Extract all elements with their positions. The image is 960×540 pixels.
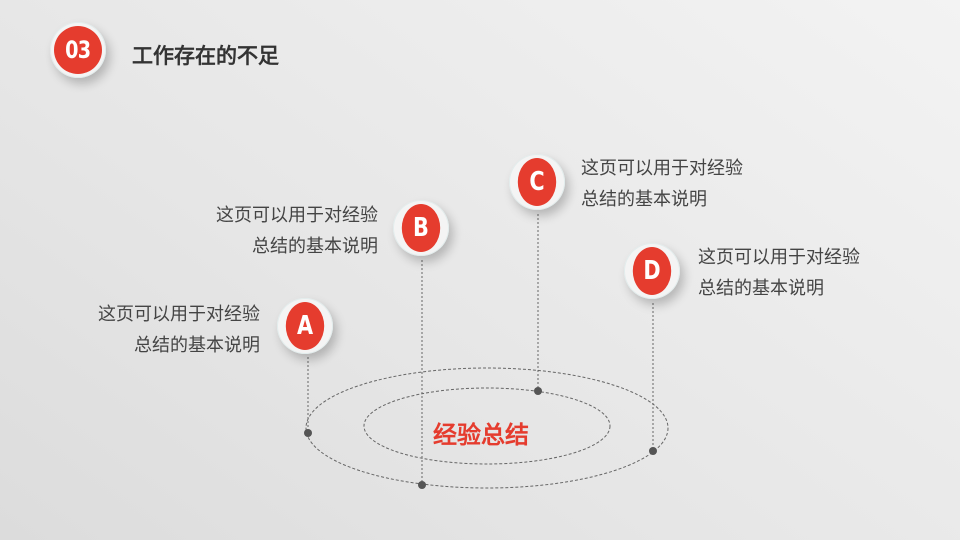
node-b <box>418 481 426 489</box>
node-c <box>534 387 542 395</box>
inner-ring <box>363 387 611 465</box>
item-a-badge: A <box>277 298 333 354</box>
item-a-line2: 总结的基本说明 <box>134 335 260 356</box>
item-c-line1: 这页可以用于对经验 <box>581 158 743 179</box>
item-b-letter: B <box>413 213 429 243</box>
item-b-line2: 总结的基本说明 <box>252 236 378 257</box>
item-d-line1: 这页可以用于对经验 <box>698 247 860 268</box>
item-a-letter: A <box>296 311 314 341</box>
item-c-badge: C <box>509 154 565 210</box>
node-a <box>304 429 312 437</box>
item-b-badge: B <box>393 200 449 256</box>
section-number: 03 <box>65 36 91 64</box>
item-b-line1: 这页可以用于对经验 <box>216 205 378 226</box>
item-c-letter: C <box>529 167 545 197</box>
item-d-letter: D <box>643 256 661 286</box>
item-a-description: 这页可以用于对经验 总结的基本说明 <box>60 299 260 361</box>
outer-ring <box>305 367 669 489</box>
item-c-line2: 总结的基本说明 <box>581 189 707 210</box>
node-d <box>649 447 657 455</box>
item-c-description: 这页可以用于对经验 总结的基本说明 <box>581 153 743 215</box>
item-d-badge: D <box>624 243 680 299</box>
item-a-line1: 这页可以用于对经验 <box>98 304 260 325</box>
page-title: 工作存在的不足 <box>132 44 279 68</box>
center-label: 经验总结 <box>433 421 529 449</box>
item-b-description: 这页可以用于对经验 总结的基本说明 <box>178 200 378 262</box>
item-d-line2: 总结的基本说明 <box>698 278 824 299</box>
section-number-badge: 03 <box>50 22 106 78</box>
item-d-description: 这页可以用于对经验 总结的基本说明 <box>698 242 860 304</box>
